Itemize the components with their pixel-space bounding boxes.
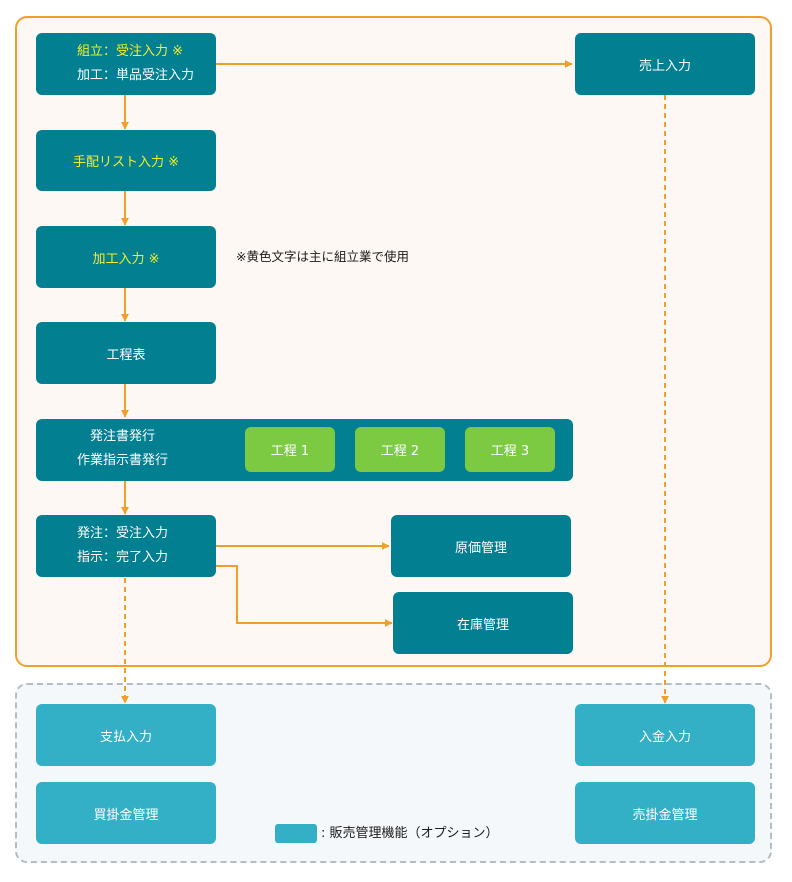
processing-input-label: 加工入力 ※ <box>92 251 160 267</box>
step-1-box: 工程 1 <box>245 427 335 472</box>
step-3-box: 工程 3 <box>465 427 555 472</box>
arrow-receive-to-inventory <box>216 565 393 627</box>
payables-management-label: 買掛金管理 <box>93 807 159 823</box>
payment-input-box: 支払入力 <box>36 704 216 766</box>
note-text: ※黄色文字は主に組立業で使用 <box>236 249 409 264</box>
sales-input-label: 売上入力 <box>638 58 691 74</box>
payables-management-box: 買掛金管理 <box>36 782 216 844</box>
step-1-label: 工程 1 <box>270 444 310 459</box>
issue-line1: 発注書発行 <box>90 429 156 444</box>
cost-management-label: 原価管理 <box>454 540 507 556</box>
process-table-box: 工程表 <box>36 322 216 384</box>
inventory-management-label: 在庫管理 <box>456 617 509 633</box>
legend-text: : 販売管理機能（オプション） <box>321 826 499 841</box>
order-input-line1: 組立：受注入力 ※ <box>77 44 184 59</box>
step-2-box: 工程 2 <box>355 427 445 472</box>
step-2-label: 工程 2 <box>380 444 420 459</box>
payment-input-label: 支払入力 <box>99 729 152 745</box>
legend-swatch <box>275 824 317 843</box>
receivables-management-box: 売掛金管理 <box>575 782 755 844</box>
arrangement-list-label: 手配リスト入力 ※ <box>72 155 180 170</box>
order-input-line2: 加工：単品受注入力 <box>77 68 195 83</box>
processing-input-box: 加工入力 ※ <box>36 226 216 288</box>
deposit-input-box: 入金入力 <box>575 704 755 766</box>
receive-line1: 発注：受注入力 <box>77 526 169 541</box>
cost-management-box: 原価管理 <box>391 515 571 577</box>
receive-line2: 指示：完了入力 <box>77 550 169 565</box>
sales-input-box: 売上入力 <box>575 33 755 95</box>
inventory-management-box: 在庫管理 <box>393 592 573 654</box>
deposit-input-label: 入金入力 <box>638 729 691 745</box>
issue-line2: 作業指示書発行 <box>77 453 169 468</box>
arrangement-list-box: 手配リスト入力 ※ <box>36 130 216 191</box>
receivables-management-label: 売掛金管理 <box>632 807 698 823</box>
receive-input-box: 発注：受注入力 指示：完了入力 <box>36 515 216 577</box>
order-input-box: 組立：受注入力 ※ 加工：単品受注入力 <box>36 33 216 95</box>
process-table-label: 工程表 <box>106 347 146 363</box>
step-3-label: 工程 3 <box>490 444 530 459</box>
